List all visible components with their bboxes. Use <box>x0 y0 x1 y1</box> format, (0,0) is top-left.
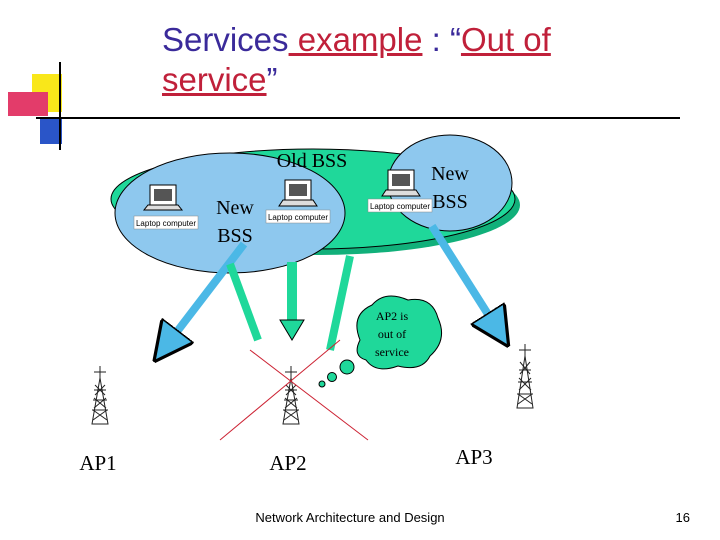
bubble-text-2: out of <box>378 327 406 341</box>
red-square <box>8 92 48 116</box>
laptop-middle: Laptop computer <box>265 179 331 224</box>
bubble-cloud <box>356 295 443 370</box>
title-part1: Services <box>162 21 289 58</box>
footer-text: Network Architecture and Design <box>255 510 445 525</box>
new-bss-right-label-2: BSS <box>432 191 468 213</box>
bubble-text-3: service <box>375 345 409 359</box>
ap1-tower-icon <box>91 366 109 425</box>
new-bss-right-label-1: New <box>431 163 469 185</box>
ap2-label: AP2 <box>269 451 306 475</box>
out-of-service-bubble: AP2 is out of service <box>318 295 443 388</box>
arrows <box>166 223 498 351</box>
ap3-tower-icon <box>516 344 534 409</box>
arrow-to-ap2-head <box>279 319 305 341</box>
blue-square <box>40 118 62 144</box>
arrow-ap2-left <box>226 262 262 342</box>
arrow-ap2-right <box>326 255 354 351</box>
laptop-right: Laptop computer <box>367 169 433 213</box>
ap1-label: AP1 <box>79 451 116 475</box>
page-number: 16 <box>675 510 690 525</box>
arrow-to-ap1 <box>166 241 248 346</box>
bubble-text-1: AP2 is <box>376 309 409 323</box>
title-part3: : “ <box>422 21 461 58</box>
new-bss-left-label-1: New <box>216 197 254 219</box>
title-part2: example <box>288 21 423 58</box>
ap2-cross-line-2 <box>219 339 341 441</box>
laptop-label-left: Laptop computer <box>136 219 196 228</box>
ap2-cross-line-1 <box>249 349 369 441</box>
title-part5: service <box>162 61 267 98</box>
slide-title: Services example : “Out of service” <box>162 20 682 100</box>
title-part4: Out of <box>460 21 551 58</box>
laptop-left: Laptop computer <box>133 184 199 230</box>
laptop-label-right: Laptop computer <box>370 202 430 211</box>
ap3-label: AP3 <box>455 445 492 469</box>
laptop-label-middle: Laptop computer <box>268 213 328 222</box>
arrow-to-ap3 <box>428 223 498 330</box>
ap2-tower-icon <box>282 366 300 425</box>
new-bss-left-label-2: BSS <box>217 225 253 247</box>
old-bss-label: Old BSS <box>277 150 348 172</box>
title-part6: ” <box>266 61 278 98</box>
